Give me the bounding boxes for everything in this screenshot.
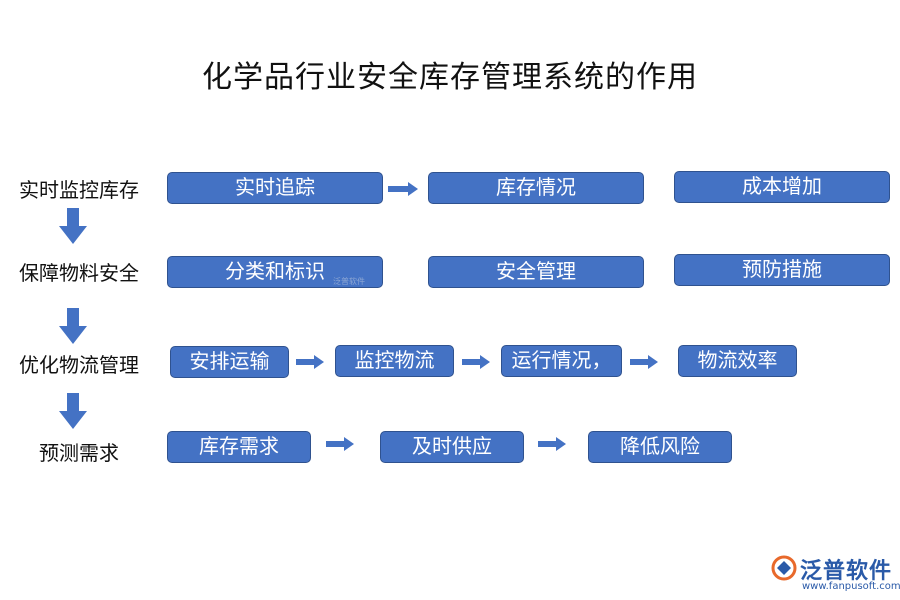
right-arrow-row3-c xyxy=(630,355,658,369)
diagram-title: 化学品行业安全库存管理系统的作用 xyxy=(202,60,698,95)
right-arrow-row3-a xyxy=(296,355,324,369)
down-arrow-1 xyxy=(59,208,87,244)
right-arrow-row3-b xyxy=(462,355,490,369)
brand-logo: 泛普软件 www.fanpusoft.com xyxy=(770,551,900,596)
box-reduce-risk: 降低风险 xyxy=(588,431,732,463)
row-label-logistics: 优化物流管理 xyxy=(19,353,139,377)
down-arrow-2 xyxy=(59,308,87,344)
box-arrange-transport: 安排运输 xyxy=(170,346,289,378)
logo-icon xyxy=(771,555,797,581)
box-inventory-status: 库存情况 xyxy=(428,172,644,204)
box-safety-management: 安全管理 xyxy=(428,256,644,288)
box-inventory-demand: 库存需求 xyxy=(167,431,311,463)
box-preventive-measures: 预防措施 xyxy=(674,254,890,286)
right-arrow-row4-b xyxy=(538,437,566,451)
right-arrow-row4-a xyxy=(326,437,354,451)
box-cost-increase: 成本增加 xyxy=(674,171,890,203)
box-logistics-efficiency: 物流效率 xyxy=(678,345,797,377)
watermark-text: 泛普软件 xyxy=(333,277,365,286)
box-monitor-logistics: 监控物流 xyxy=(335,345,454,377)
row-label-forecast-demand: 预测需求 xyxy=(39,441,119,465)
box-timely-supply: 及时供应 xyxy=(380,431,524,463)
row-label-material-safety: 保障物料安全 xyxy=(19,261,139,285)
down-arrow-3 xyxy=(59,393,87,429)
logo-name: 泛普软件 xyxy=(800,559,893,584)
right-arrow-row1 xyxy=(388,182,418,196)
row-label-monitor-inventory: 实时监控库存 xyxy=(19,178,139,202)
box-realtime-tracking: 实时追踪 xyxy=(167,172,383,204)
box-classification-labeling: 分类和标识 xyxy=(167,256,383,288)
logo-url: www.fanpusoft.com xyxy=(802,581,900,592)
box-operation-status: 运行情况， xyxy=(501,345,622,377)
